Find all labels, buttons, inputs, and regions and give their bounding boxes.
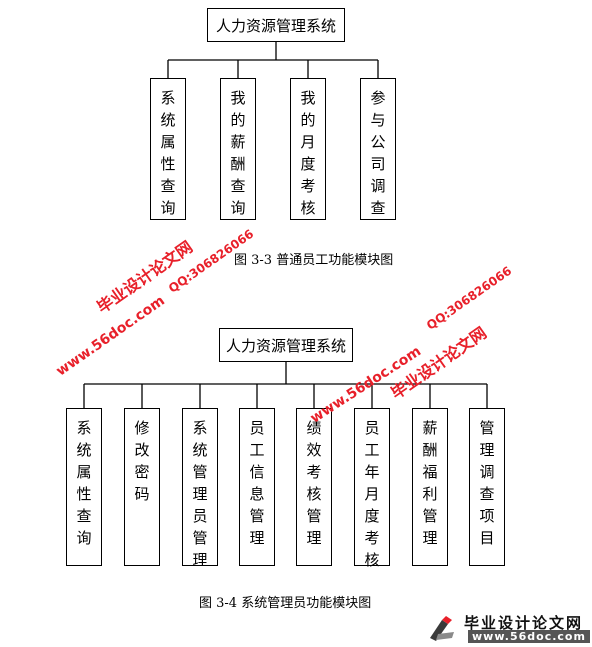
- footer-logo: 毕业设计论文网 www.56doc.com: [428, 612, 590, 644]
- d2-caption: 图 3-4 系统管理员功能模块图: [199, 596, 372, 611]
- pen-logo-icon: [430, 616, 454, 641]
- d2-leaf-node-4: 员工信息管理: [239, 408, 275, 566]
- d2-leaf-label-2: 修改密码: [134, 419, 150, 503]
- d1-leaf-node-3: 我的月度考核: [290, 78, 326, 220]
- d1-caption: 图 3-3 普通员工功能模块图: [234, 253, 394, 268]
- d1-leaf-label-1: 系统属性查询: [160, 89, 176, 217]
- d2-root-node: 人力资源管理系统: [219, 328, 353, 362]
- d2-leaf-label-7: 薪酬福利管理: [422, 419, 438, 547]
- d2-leaf-node-3: 系统管理员管理: [182, 408, 218, 569]
- d2-leaf-label-6: 员工年月度考核: [364, 419, 380, 569]
- d2-root-label: 人力资源管理系统: [225, 336, 346, 355]
- d1-root-label: 人力资源管理系统: [215, 16, 336, 35]
- d1-leaf-label-2: 我的薪酬查询: [230, 89, 246, 217]
- d1-leaf-label-4: 参与公司调查: [370, 89, 386, 217]
- d2-leaf-node-8: 管理调查项目: [469, 408, 505, 566]
- d1-leaf-node-4: 参与公司调查: [360, 78, 396, 220]
- footer-logo-url: www.56doc.com: [468, 630, 590, 643]
- d1-root-node: 人力资源管理系统: [207, 8, 345, 42]
- d2-leaf-node-1: 系统属性查询: [66, 408, 102, 566]
- d2-leaf-label-5: 绩效考核管理: [306, 419, 322, 547]
- footer-logo-title: 毕业设计论文网: [464, 614, 584, 632]
- d2-leaf-label-8: 管理调查项目: [479, 419, 495, 547]
- d2-leaf-node-2: 修改密码: [124, 408, 160, 566]
- d1-leaf-label-3: 我的月度考核: [300, 89, 316, 217]
- d1-leaf-node-1: 系统属性查询: [150, 78, 186, 220]
- d1-leaf-node-2: 我的薪酬查询: [220, 78, 256, 220]
- d2-leaf-label-3: 系统管理员管理: [192, 419, 208, 569]
- d2-leaf-label-4: 员工信息管理: [249, 419, 265, 547]
- d2-leaf-node-5: 绩效考核管理: [296, 408, 332, 566]
- d2-leaf-label-1: 系统属性查询: [76, 419, 92, 547]
- d2-leaf-node-6: 员工年月度考核: [354, 408, 390, 569]
- d2-leaf-node-7: 薪酬福利管理: [412, 408, 448, 566]
